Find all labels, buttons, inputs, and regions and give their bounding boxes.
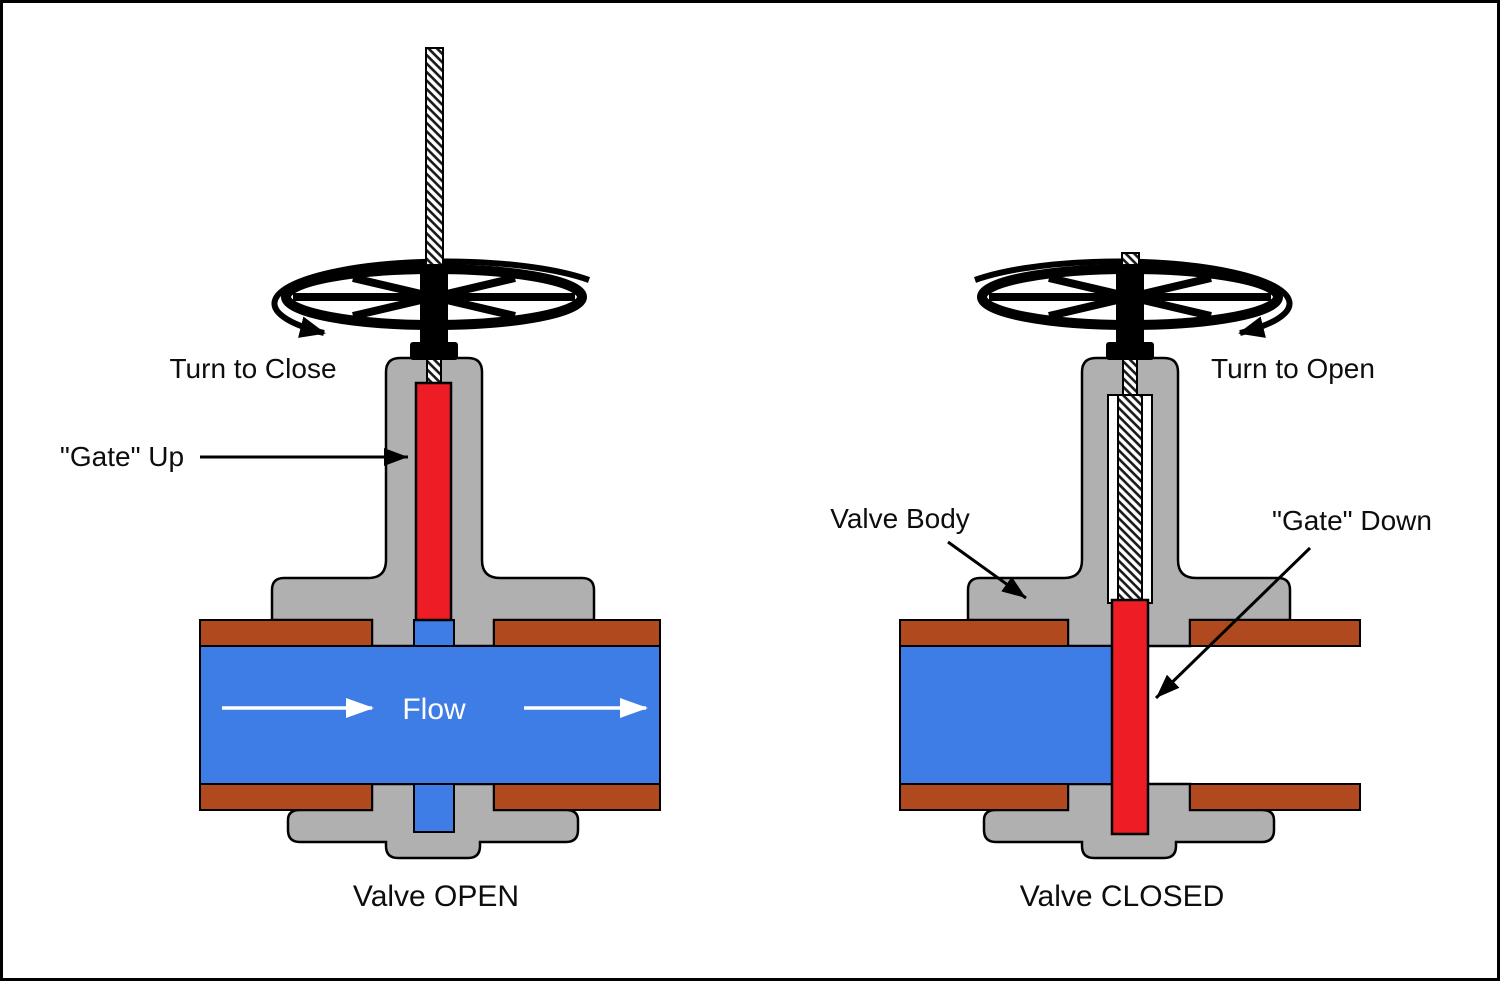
gate-down — [1110, 598, 1150, 836]
handwheel-hub — [1116, 270, 1144, 345]
threaded-stem — [1117, 394, 1143, 603]
valve-open-caption: Valve OPEN — [353, 880, 519, 913]
pipe-wall-top-left — [199, 619, 373, 647]
gate-slot-bottom — [413, 783, 455, 833]
gate-down-leader-arrow — [1154, 546, 1312, 700]
turn-to-close-label: Turn to Close — [169, 353, 336, 384]
pipe-wall-bottom-right — [1189, 783, 1361, 811]
valve-open-diagram: Turn to Close "Gate" Up Flow Valve OPEN — [60, 47, 661, 913]
pipe-wall-bottom-left — [199, 783, 373, 811]
handwheel-hub — [420, 270, 448, 345]
packing-nut — [410, 342, 458, 360]
gate-down-label: "Gate" Down — [1272, 505, 1432, 536]
stem-connector — [426, 355, 442, 387]
valve-stem — [425, 47, 444, 301]
pipe-wall-bottom-right — [493, 783, 661, 811]
valve-closed-diagram: Turn to Open Valve Body "Gate" Down Valv… — [830, 252, 1432, 913]
pipe-wall-bottom-left — [899, 783, 1069, 811]
stem-connector — [1122, 355, 1138, 401]
pipe-wall-top-right — [1189, 619, 1361, 647]
gate-up-label: "Gate" Up — [60, 441, 184, 472]
pipe-wall-top-right — [493, 619, 661, 647]
valve-body-leader-arrow — [947, 540, 1027, 600]
gate-slot-top — [413, 619, 455, 647]
valve-body-label: Valve Body — [830, 503, 970, 534]
gate-up — [414, 381, 453, 622]
packing-nut — [1106, 342, 1154, 360]
flow-label: Flow — [402, 693, 466, 726]
turn-to-open-label: Turn to Open — [1211, 353, 1375, 384]
valve-closed-caption: Valve CLOSED — [1020, 880, 1225, 913]
pipe-wall-top-left — [899, 619, 1069, 647]
pipe-water-blocked — [899, 645, 1113, 785]
